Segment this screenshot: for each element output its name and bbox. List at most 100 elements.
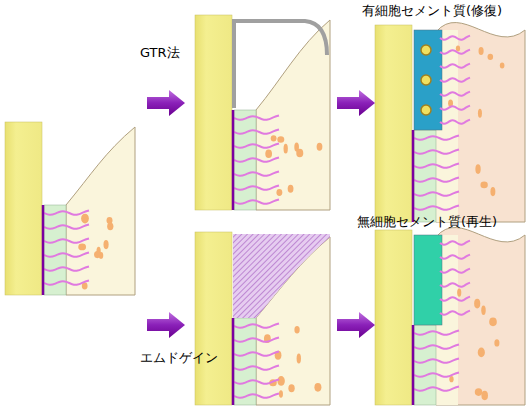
ligament-fiber: [234, 394, 279, 398]
ligament-fiber: [414, 387, 459, 391]
ligament-fiber: [414, 359, 459, 363]
bone-cell: [288, 185, 294, 193]
step-arrow: [337, 312, 375, 338]
ligament-fiber: [234, 186, 279, 190]
ligament-fiber: [440, 36, 470, 40]
ligament-fiber: [414, 331, 459, 335]
bone-cell: [314, 383, 321, 392]
ligament-fiber: [44, 239, 89, 243]
bone-cell: [81, 214, 89, 224]
new-cementum: [414, 30, 442, 130]
bone-cell: [288, 384, 294, 392]
bone-cell: [475, 164, 480, 174]
bone-cell: [265, 150, 272, 159]
bone-cell: [474, 299, 480, 309]
tooth-panel: [375, 23, 525, 222]
ligament-fiber: [440, 311, 470, 315]
tooth-panel: [195, 15, 330, 210]
periodontal-ligament: [234, 318, 256, 405]
bone-cell: [449, 376, 453, 382]
bone-cell: [107, 222, 113, 230]
periodontal-ligament: [414, 325, 436, 405]
bone-cell: [475, 388, 483, 396]
new-cementum: [414, 235, 442, 325]
ligament-fiber: [414, 178, 459, 182]
cementocyte: [421, 45, 431, 55]
ligament-fiber: [234, 366, 279, 370]
ligament-fiber: [440, 78, 470, 82]
bone-cell: [490, 187, 495, 196]
bone-cell: [78, 244, 86, 251]
ligament-fiber: [440, 255, 470, 259]
step-arrow: [147, 312, 185, 338]
ligament-fiber: [234, 172, 279, 176]
text-label: GTR法: [140, 45, 180, 61]
emdogain-layer: [233, 234, 330, 318]
ligament-fiber: [440, 269, 470, 273]
bone-cell: [487, 54, 493, 60]
bone-cell: [279, 390, 283, 397]
ligament-fiber: [440, 297, 470, 301]
ligament-fiber: [440, 92, 470, 96]
bone-cell: [480, 182, 487, 189]
ligament-fiber: [44, 253, 89, 257]
ligament-fiber: [414, 192, 459, 196]
ligament-fiber: [234, 380, 279, 384]
bone-cell: [297, 353, 301, 363]
tooth-root: [375, 25, 412, 222]
ligament-fiber: [234, 200, 279, 204]
cementum-line: [232, 318, 235, 405]
cementocyte: [421, 105, 431, 115]
ligament-fiber: [440, 106, 470, 110]
bone-cell: [103, 240, 108, 249]
ligament-fiber: [440, 241, 470, 245]
ligament-fiber: [414, 206, 459, 210]
bone-cell: [481, 305, 485, 315]
bone-cell: [478, 348, 485, 358]
bone-cell: [284, 144, 288, 154]
ligament-fiber: [414, 345, 459, 349]
bone-cell: [479, 47, 484, 55]
tooth-panel: [375, 228, 525, 405]
ligament-fiber: [414, 373, 459, 377]
ligament-fiber: [440, 64, 470, 68]
ligament-fiber: [440, 283, 470, 287]
cementum-line: [232, 110, 235, 210]
ligament-fiber: [234, 352, 279, 356]
ligament-fiber: [44, 225, 89, 229]
cementum-line: [412, 325, 415, 405]
tooth-root: [375, 230, 412, 405]
gtr-membrane: [234, 21, 327, 108]
bone-cell: [294, 326, 299, 333]
ligament-fiber: [234, 324, 279, 328]
alveolar-bone: [436, 228, 525, 405]
ligament-fiber: [234, 158, 279, 162]
bone-cell: [94, 251, 101, 258]
bone-cell: [481, 391, 488, 400]
tooth-panel: [195, 232, 330, 405]
bone-cell: [277, 136, 284, 143]
bone-cell: [276, 189, 282, 196]
cementum-line: [412, 130, 415, 222]
step-arrow: [337, 90, 375, 116]
ligament-fiber: [234, 144, 279, 148]
bone-cell: [500, 63, 505, 69]
ligament-fiber: [440, 120, 470, 124]
cementum-line: [42, 205, 45, 295]
ligament-fiber: [234, 116, 279, 120]
ligament-fiber: [44, 211, 89, 215]
tooth-root: [5, 122, 42, 295]
cementocyte: [421, 75, 431, 85]
ligament-fiber: [414, 136, 459, 140]
text-label: 有細胞セメント質(修復): [362, 3, 502, 19]
alveolar-bone: [256, 20, 330, 210]
ligament-fiber: [234, 338, 279, 342]
bone-cell: [296, 149, 303, 158]
ligament-fiber: [414, 150, 459, 154]
ligament-fiber: [414, 164, 459, 168]
ligament-fiber: [234, 130, 279, 134]
bone-cell: [277, 376, 284, 386]
tooth-panel: [5, 122, 135, 295]
